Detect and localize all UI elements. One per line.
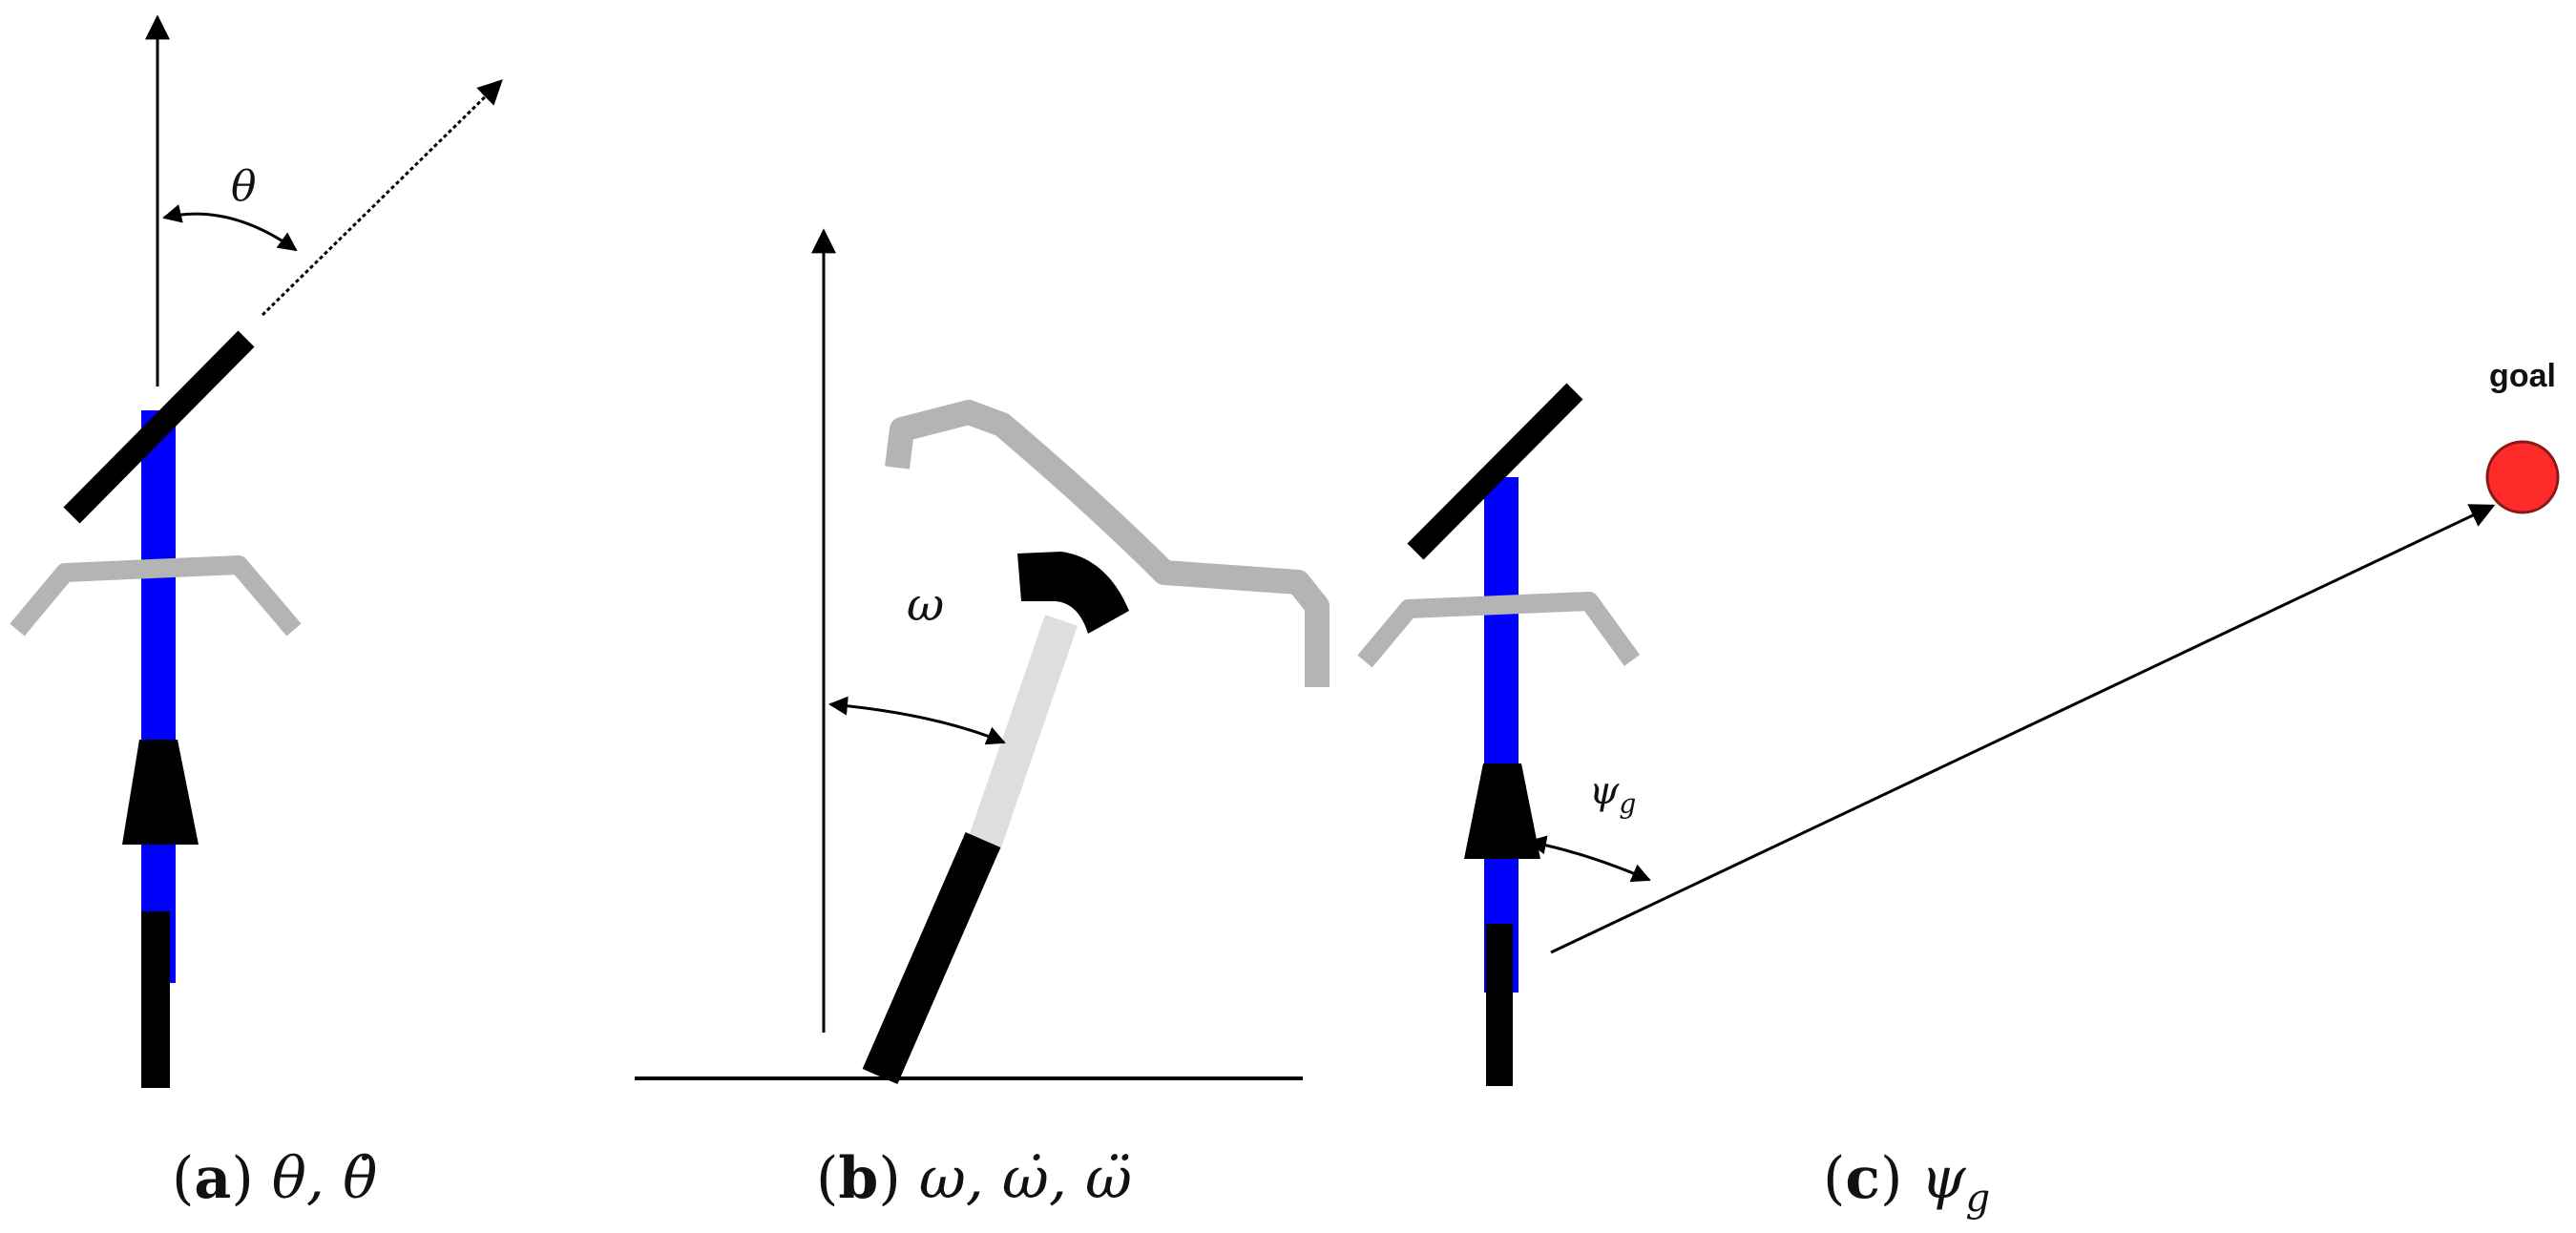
caption-c-letter: c [1845, 1145, 1880, 1212]
caption-b: (b) ω, ω̇, ω̈ [816, 1145, 1132, 1212]
psi-g-subscript: g [1619, 788, 1636, 820]
caption-b-math: ω, ω̇, ω̈ [919, 1145, 1132, 1212]
omega-label: ω [907, 578, 944, 632]
seat-c [1464, 763, 1540, 859]
handlebar-b [885, 400, 1330, 687]
caption-b-close: ) [878, 1145, 918, 1212]
front-wheel-a [63, 330, 255, 524]
goal-marker [2485, 440, 2560, 514]
caption-b-open: ( [816, 1145, 838, 1212]
caption-c-close: ) [1880, 1145, 1920, 1212]
goal-direction-line [1550, 504, 2496, 954]
front-wheel-c [1407, 383, 1583, 560]
goal-label: goal [2489, 358, 2556, 394]
caption-a-letter: a [194, 1145, 231, 1212]
seatpost-b [966, 615, 1079, 853]
wheel-b [862, 832, 1001, 1084]
caption-c: (c) ψg [1823, 1145, 1990, 1221]
psi-g-symbol: ψ [1589, 769, 1620, 813]
bicycle-frame-c [1484, 477, 1518, 993]
omega-arc [828, 696, 1006, 745]
caption-b-letter: b [838, 1145, 878, 1212]
caption-c-open: ( [1823, 1145, 1845, 1212]
theta-label: θ [231, 162, 257, 211]
psi-g-arc [1527, 835, 1651, 883]
theta-arc [162, 204, 298, 252]
caption-c-subscript: g [1966, 1177, 1991, 1221]
steering-direction-line [261, 79, 503, 317]
bicycle-frame-a [141, 410, 176, 983]
caption-a-close: ) [231, 1145, 271, 1212]
seat-b [1017, 552, 1129, 634]
rear-wheel-c [1486, 924, 1513, 1086]
handlebar-a [10, 555, 302, 637]
handlebar-c [1357, 592, 1641, 668]
rear-wheel-a [141, 911, 170, 1088]
panel-b: ω [635, 228, 1330, 1084]
caption-a: (a) θ, θ̇ [172, 1145, 377, 1212]
panel-a: θ [10, 14, 503, 1088]
seat-a [122, 740, 199, 845]
panel-c: ψg goal [1357, 358, 2560, 1086]
caption-c-math: ψ [1920, 1145, 1966, 1212]
caption-a-open: ( [172, 1145, 194, 1212]
caption-a-math: θ, θ̇ [272, 1145, 377, 1212]
psi-g-label: ψg [1589, 769, 1636, 820]
